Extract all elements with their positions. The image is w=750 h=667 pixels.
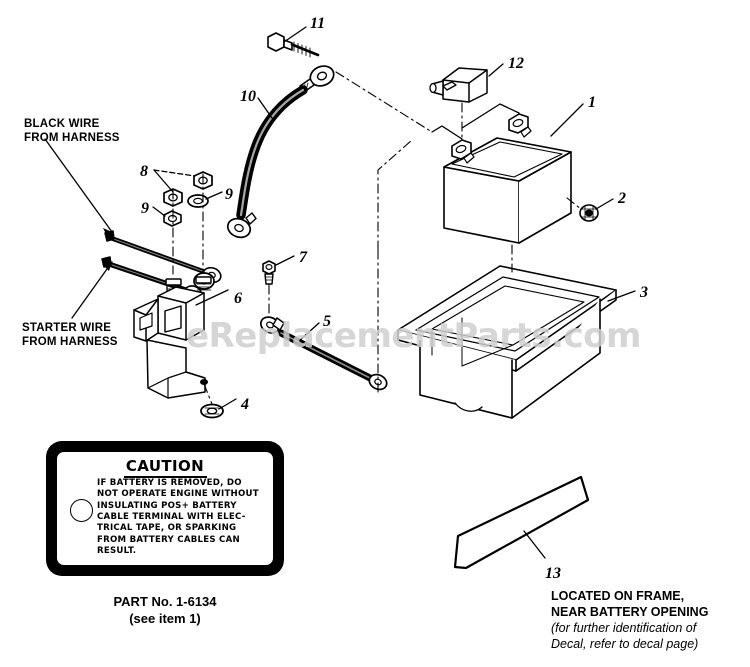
leader-3	[607, 290, 636, 302]
cable-item-5	[259, 316, 388, 391]
battery-tray-item-3	[397, 265, 617, 419]
decal-item-13	[453, 475, 590, 570]
callout-number-12: 12	[508, 55, 524, 72]
nut-item-2	[579, 204, 599, 222]
washer-item-4	[200, 403, 224, 419]
leader-5	[299, 322, 320, 341]
lock-washer-item-9-right	[187, 194, 209, 208]
leader-6	[195, 289, 229, 306]
leader-11	[283, 26, 307, 43]
callout-number-5: 5	[323, 313, 331, 330]
decal-location-note: LOCATED ON FRAME, NEAR BATTERY OPENING (…	[551, 589, 709, 651]
caution-title-underline	[124, 476, 207, 478]
bolt-item-11	[267, 32, 320, 58]
callout-number-13: 13	[545, 565, 561, 582]
leader-12	[488, 63, 504, 77]
leader-7	[275, 255, 295, 266]
callout-number-9: 9	[141, 200, 149, 217]
callout-number-4: 4	[241, 396, 249, 413]
leader-starter-wire	[71, 261, 113, 319]
callout-number-11: 11	[310, 15, 326, 32]
callout-number-1: 1	[588, 94, 596, 111]
caution-body-text: IF BATTERY IS REMOVED, DO NOT OPERATE EN…	[97, 478, 259, 557]
terminal-cover-item-12	[429, 67, 488, 103]
solenoid-item-6	[133, 276, 212, 399]
callout-number-8: 8	[140, 163, 148, 180]
callout-number-10: 10	[240, 88, 256, 105]
callout-number-7: 7	[299, 249, 307, 266]
leader-13	[523, 530, 546, 559]
leader-2	[595, 198, 614, 210]
assembly-axis-lines	[172, 173, 204, 275]
caution-decal-hole	[70, 499, 93, 522]
cable-item-10	[226, 65, 335, 239]
battery-item-1	[431, 103, 572, 244]
leader-black-wire	[44, 138, 113, 233]
leader-1	[550, 103, 584, 137]
caution-title: CAUTION	[125, 457, 205, 475]
caution-decal: CAUTION IF BATTERY IS REMOVED, DO NOT OP…	[46, 441, 284, 576]
callout-number-2: 2	[618, 190, 626, 207]
callout-number-3: 3	[640, 284, 648, 301]
callout-number-6: 6	[234, 290, 242, 307]
axis-cable-10	[335, 71, 433, 133]
caution-part-number: PART No. 1-6134(see item 1)	[113, 594, 217, 626]
leader-10	[257, 97, 273, 119]
lock-washer-item-9-left	[163, 210, 182, 227]
callout-number-9b: 9	[225, 186, 233, 203]
caution-decal-face: CAUTION IF BATTERY IS REMOVED, DO NOT OP…	[57, 452, 273, 565]
leader-4	[218, 398, 237, 410]
bolt-item-7	[262, 260, 276, 285]
